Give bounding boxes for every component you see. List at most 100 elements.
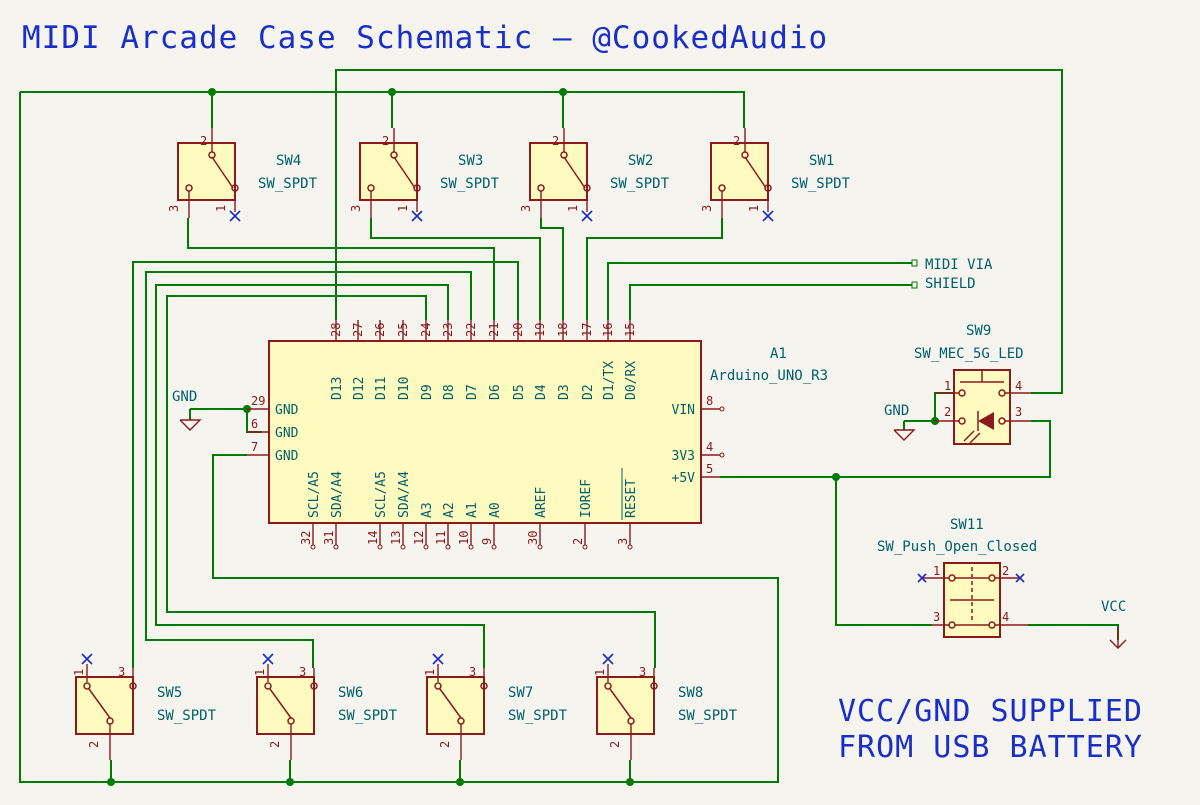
- junctions: [107, 88, 939, 786]
- svg-text:2: 2: [438, 741, 452, 748]
- arduino-body: [268, 340, 702, 524]
- no-connect-icon: [229, 210, 241, 222]
- pin-name: D5: [512, 384, 527, 400]
- switch-value: SW_SPDT: [440, 176, 500, 192]
- pin-number: 5: [706, 462, 713, 476]
- switch-ref: SW7: [508, 685, 533, 701]
- arduino-uno: A1 Arduino_UNO_R3 28D1327D1226D1125D1024…: [247, 320, 828, 550]
- svg-text:2: 2: [608, 741, 622, 748]
- shield-wire: [629, 284, 912, 320]
- svg-text:4: 4: [1015, 379, 1022, 393]
- sw2-to-d3: [540, 218, 564, 320]
- no-connect-icon: [262, 653, 274, 665]
- svg-text:3: 3: [519, 205, 533, 212]
- pin-name: D2: [581, 384, 596, 400]
- svg-text:VCC: VCC: [1101, 599, 1126, 615]
- switch-ref: SW6: [338, 685, 363, 701]
- switch-value: SW_SPDT: [258, 176, 318, 192]
- no-connect-icon: [1015, 573, 1025, 583]
- sw11-to-vcc: [1028, 624, 1119, 640]
- pin-number: 26: [373, 323, 387, 337]
- pin-name: A2: [442, 502, 457, 518]
- pin-name: +5V: [672, 471, 696, 486]
- pin-number: 10: [457, 531, 471, 545]
- sw1-to-d2: [586, 218, 723, 320]
- sw11-push-switch: SW11 SW_Push_Open_Closed 1 2 3 4: [877, 517, 1037, 638]
- pin-number: 25: [396, 323, 410, 337]
- switch-value: SW_SPDT: [610, 176, 670, 192]
- gnd-symbol-left: GND: [172, 389, 202, 431]
- switch-ref: SW3: [458, 153, 483, 169]
- pin-number: 27: [351, 323, 365, 337]
- top-common-bus: [212, 91, 745, 128]
- pin-name: D12: [352, 377, 367, 400]
- svg-text:GND: GND: [884, 403, 909, 419]
- pin-number: 31: [322, 531, 336, 545]
- led-triangle-icon: [978, 412, 994, 430]
- pin-number: 21: [487, 323, 501, 337]
- sw9-led-switch: SW9 SW_MEC_5G_LED 1 2 3 4: [914, 323, 1031, 445]
- svg-text:1: 1: [253, 669, 267, 676]
- sw3-to-d4: [370, 218, 541, 320]
- pin-number: 3: [616, 538, 630, 545]
- vcc-symbol: VCC: [1101, 599, 1127, 649]
- no-connect-icon: [432, 653, 444, 665]
- svg-text:2: 2: [1002, 564, 1009, 578]
- schematic-title: MIDI Arcade Case Schematic — @CookedAudi…: [22, 20, 828, 56]
- pin-name: A3: [420, 502, 435, 518]
- svg-text:2: 2: [944, 405, 951, 419]
- net-label-shield: SHIELD: [911, 276, 976, 292]
- switch-value: SW_SPDT: [678, 708, 738, 724]
- pin-number: 19: [533, 323, 547, 337]
- pin-number: 28: [329, 323, 343, 337]
- pin-number: 18: [556, 323, 570, 337]
- pin-number: 12: [412, 531, 426, 545]
- pin-name: 3V3: [672, 449, 695, 464]
- midi-via-wire: [607, 262, 912, 320]
- switch-value: SW_SPDT: [791, 176, 851, 192]
- pin-number: 8: [706, 394, 713, 408]
- svg-text:3: 3: [299, 665, 306, 679]
- pin-name: D10: [397, 377, 412, 400]
- svg-text:1: 1: [566, 205, 580, 212]
- pin-name: D13: [330, 377, 345, 400]
- gnd-rail: [19, 92, 779, 783]
- svg-text:2: 2: [268, 741, 282, 748]
- no-connect-icon: [581, 210, 593, 222]
- pin-number: 16: [601, 323, 615, 337]
- no-connect-icon: [81, 653, 93, 665]
- sw11-ref: SW11: [950, 517, 984, 533]
- pin-name: D3: [557, 384, 572, 400]
- svg-text:3: 3: [933, 610, 940, 624]
- pin-name: A1: [465, 502, 480, 518]
- svg-text:2: 2: [733, 134, 740, 148]
- pin-name: D1/TX: [602, 361, 617, 400]
- svg-text:1: 1: [423, 669, 437, 676]
- pin-number: 23: [441, 323, 455, 337]
- sw11-value: SW_Push_Open_Closed: [877, 539, 1037, 555]
- svg-text:GND: GND: [172, 389, 197, 405]
- pin-number: 9: [480, 538, 494, 545]
- pin-name: GND: [275, 449, 299, 464]
- sw9-pin4-to-d10: [335, 69, 1063, 394]
- pin-name: SCL/A5: [374, 471, 389, 518]
- no-connect-icon: [917, 573, 927, 583]
- pin-name: AREF: [534, 487, 549, 518]
- svg-text:1: 1: [396, 205, 410, 212]
- gnd-symbol-right: GND: [884, 403, 916, 441]
- arduino-top-pins: 28D1327D1226D1125D1024D923D822D721D620D5…: [329, 320, 639, 400]
- pin-name: SDA/A4: [330, 471, 345, 518]
- 5v-to-sw11: [835, 477, 932, 626]
- pin-name: D9: [420, 384, 435, 400]
